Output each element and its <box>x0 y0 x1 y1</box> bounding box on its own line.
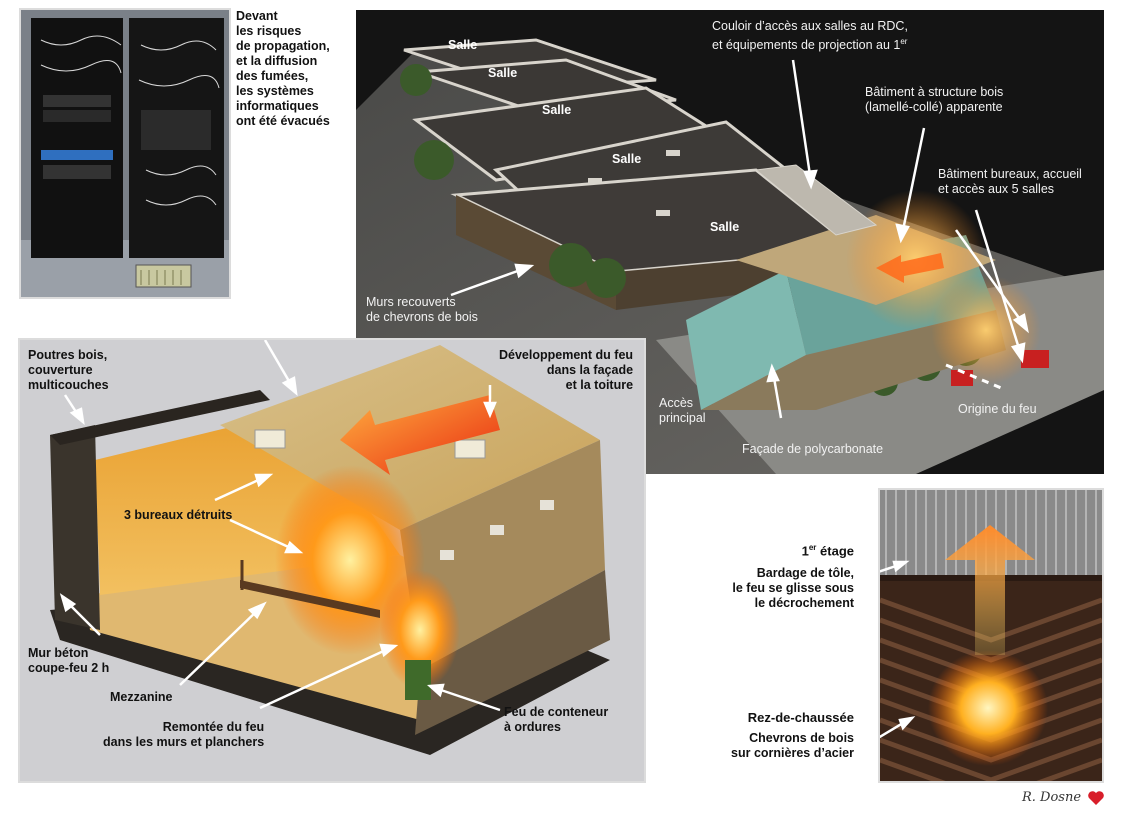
artist-signature: R. Dosne <box>1022 790 1082 805</box>
main-access-line: Accès <box>659 396 694 410</box>
room-label: Salle <box>488 66 518 80</box>
beams-note-line: couverture <box>28 363 93 377</box>
beams-note-line: Poutres bois, <box>28 348 108 362</box>
superscript: er <box>900 37 908 46</box>
server-note-line: des fumées, <box>236 69 309 83</box>
concrete-wall-line: Mur béton <box>28 646 89 660</box>
fire-rise-line: Remontée du feu <box>162 720 265 734</box>
concrete-wall-line: coupe-feu 2 h <box>28 661 110 675</box>
server-evacuation-note: Devant les risques de propagation, et la… <box>236 9 330 129</box>
server-note-line: les systèmes <box>236 84 314 98</box>
fire-dev-line: Développement du feu <box>499 348 634 362</box>
corridor-note-text: et équipements de projection au 1 <box>712 38 901 53</box>
main-access-label: Accès principal <box>659 396 706 426</box>
fire-rise-note: Remontée du feu dans les murs et planche… <box>103 720 264 750</box>
server-note-line: les risques <box>236 24 302 38</box>
bin-fire-note: Feu de conteneur à ordures <box>504 705 608 735</box>
cutaway-office-illustration <box>50 340 610 755</box>
cutaway-office-panel: Poutres bois, couverture multicouches Dé… <box>20 340 644 781</box>
fire-origin-label: Origine du feu <box>958 402 1037 416</box>
wall-detail-illustration <box>880 490 1102 781</box>
first-floor-number: 1 <box>801 543 809 559</box>
server-rack-illustration <box>21 10 229 297</box>
first-floor-title: 1er étage <box>732 540 854 558</box>
walls-note-line: de chevrons de bois <box>366 310 478 324</box>
facade-note: Façade de polycarbonate <box>742 442 884 456</box>
mezzanine-label: Mezzanine <box>110 690 173 704</box>
server-note-line: de propagation, <box>236 39 330 53</box>
corridor-note-line: Couloir d’accès aux salles au RDC, <box>712 19 908 33</box>
server-note-line: informatiques <box>236 99 319 113</box>
walls-note: Murs recouverts de chevrons de bois <box>366 295 478 325</box>
first-floor-word: étage <box>816 543 854 559</box>
corridor-note: Couloir d’accès aux salles au RDC, et éq… <box>712 19 908 53</box>
ground-floor-desc-line: Chevrons de bois <box>749 731 854 745</box>
ground-floor-title: Rez-de-chaussée <box>747 710 854 725</box>
offices-note-line: et accès aux 5 salles <box>938 182 1055 196</box>
room-label: Salle <box>448 38 478 52</box>
first-floor-desc-line: le décrochement <box>754 596 854 611</box>
wood-note-line: Bâtiment à structure bois <box>865 85 1004 99</box>
beams-note: Poutres bois, couverture multicouches <box>28 348 109 393</box>
offices-building-note: Bâtiment bureaux, accueil et accès aux 5… <box>938 167 1082 197</box>
ground-floor-note: Rez-de-chaussée Chevrons de bois sur cor… <box>712 710 854 761</box>
room-label: Salle <box>710 220 740 234</box>
server-note-line: ont été évacués <box>236 114 330 128</box>
room-label: Salle <box>612 152 642 166</box>
fire-rise-line: dans les murs et planchers <box>103 735 265 749</box>
aerial-building-panel: Salle Salle Salle Salle Salle Couloir d’… <box>356 10 1104 474</box>
first-floor-desc-line: le feu se glisse sous <box>732 581 854 596</box>
wood-note-line: (lamellé-collé) apparente <box>865 100 1003 114</box>
server-note-line: Devant <box>236 9 278 23</box>
bin-fire-line: Feu de conteneur <box>504 705 609 719</box>
first-floor-desc-line: Bardage de tôle, <box>756 566 854 581</box>
server-note-line: et la diffusion <box>236 54 318 68</box>
server-rack-photo <box>21 10 229 297</box>
heart-icon <box>1088 791 1104 805</box>
fire-dev-line: dans la façade <box>546 363 634 377</box>
offices-note-line: Bâtiment bureaux, accueil <box>938 167 1082 181</box>
ground-floor-desc-line: sur cornières d’acier <box>731 746 854 760</box>
first-floor-note: 1er étage Bardage de tôle, le feu se gli… <box>732 540 854 611</box>
wall-detail-panel <box>880 490 1102 781</box>
beams-note-line: multicouches <box>28 378 109 392</box>
superscript: er <box>808 543 817 552</box>
bin-fire-line: à ordures <box>504 720 561 734</box>
fire-dev-line: et la toiture <box>565 378 634 392</box>
wood-structure-note: Bâtiment à structure bois (lamellé-collé… <box>865 85 1003 115</box>
concrete-wall-note: Mur béton coupe-feu 2 h <box>28 646 109 676</box>
offices-destroyed-label: 3 bureaux détruits <box>124 508 233 522</box>
walls-note-line: Murs recouverts <box>366 295 456 309</box>
corridor-note-line: et équipements de projection au 1er <box>712 34 908 53</box>
room-label: Salle <box>542 103 572 117</box>
fire-development-note: Développement du feu dans la façade et l… <box>499 348 633 393</box>
main-access-line: principal <box>659 411 706 425</box>
